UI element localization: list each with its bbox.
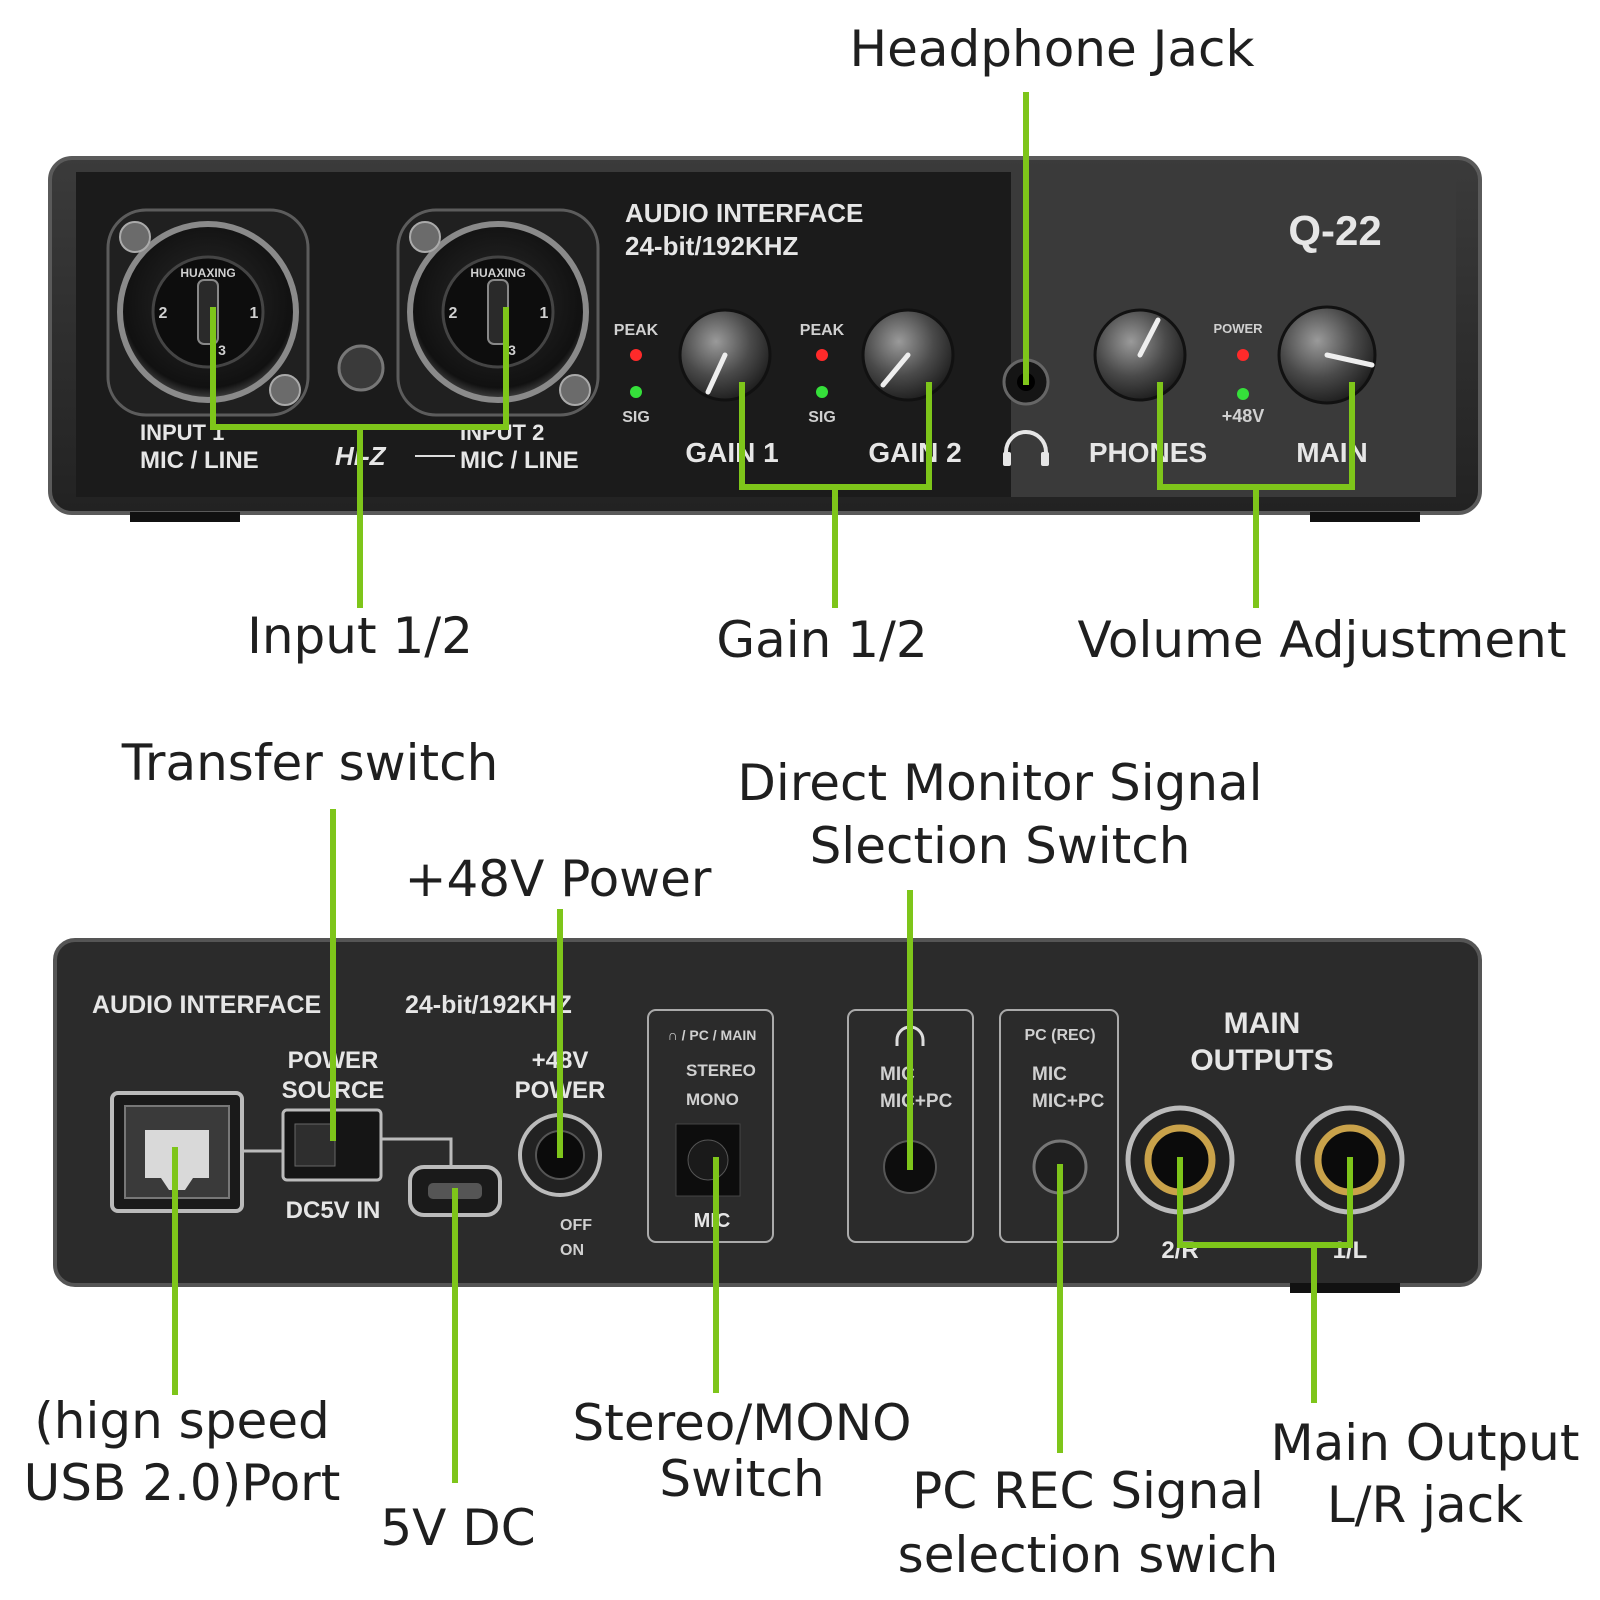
front-title-line2: 24-bit/192KHZ — [625, 231, 798, 261]
pc-rec-label: PC (REC) — [1024, 1027, 1095, 1044]
sig-label-2: SIG — [808, 409, 836, 426]
headphones-icon — [1003, 430, 1049, 466]
monitor-header: ∩ / PC / MAIN — [668, 1027, 757, 1043]
xlr-pin-1: 1 — [250, 305, 259, 322]
rear-title-left: AUDIO INTERFACE — [92, 991, 321, 1019]
xlr-pin-3: 3 — [508, 342, 516, 358]
on-label: ON — [560, 1242, 584, 1259]
callout-labels: Headphone Jack Input 1/2 Gain 1/2 Volume… — [24, 20, 1580, 1584]
xlr-brand-label: HUAXING — [470, 266, 525, 280]
xlr-pin-2: 2 — [159, 305, 168, 322]
callout-plus48v-power: +48V Power — [405, 850, 712, 908]
callout-usb-port-line1: (hign speed — [34, 1392, 329, 1450]
peak-led-1 — [630, 349, 642, 361]
callout-main-output-line1: Main Output — [1271, 1414, 1580, 1472]
dc5v-in-label: DC5V IN — [286, 1197, 381, 1224]
callout-usb-port-line2: USB 2.0)Port — [24, 1454, 341, 1512]
gain-2-knob[interactable] — [861, 308, 955, 402]
power-led — [1237, 349, 1249, 361]
gain-1-knob[interactable] — [678, 308, 772, 402]
front-title-line1: AUDIO INTERFACE — [625, 198, 863, 228]
rec-mic-pc-label: MIC+PC — [1032, 1091, 1105, 1112]
callout-direct-monitor-line2: Slection Switch — [810, 817, 1191, 875]
main-outputs-line2: OUTPUTS — [1190, 1044, 1333, 1077]
gain-2-label: GAIN 2 — [868, 437, 961, 468]
callout-gain-12: Gain 1/2 — [716, 611, 927, 669]
power-label: POWER — [1213, 321, 1263, 336]
xlr-combo-jack-1: HUAXING 2 1 3 — [106, 208, 310, 417]
stereo-mono-button[interactable] — [675, 1123, 741, 1197]
power-source-switch[interactable] — [281, 1108, 383, 1182]
peak-label-2: PEAK — [800, 322, 845, 339]
xlr-brand-label: HUAXING — [180, 266, 235, 280]
input2-label-line2: MIC / LINE — [460, 447, 579, 474]
xlr-pin-3: 3 — [218, 342, 226, 358]
callout-headphone-jack: Headphone Jack — [850, 20, 1255, 78]
stereo-label: STEREO — [686, 1061, 756, 1080]
model-name: Q-22 — [1288, 207, 1381, 254]
rear-panel: AUDIO INTERFACE 24-bit/192KHZ POWER SOUR… — [53, 938, 1482, 1293]
gain-1-label: GAIN 1 — [685, 437, 778, 468]
xlr-pin-1: 1 — [540, 305, 549, 322]
phones-label: PHONES — [1089, 437, 1207, 468]
mono-label: MONO — [686, 1090, 739, 1109]
xlr-combo-jack-2: HUAXING 2 1 3 — [396, 208, 600, 417]
off-label: OFF — [560, 1217, 592, 1234]
phones-knob[interactable] — [1093, 308, 1187, 402]
dm-mic-label: MIC — [880, 1064, 915, 1085]
plus48v-label: +48V — [1222, 406, 1265, 426]
sig-label-1: SIG — [622, 409, 650, 426]
peak-label-1: PEAK — [614, 322, 659, 339]
callout-direct-monitor-line1: Direct Monitor Signal — [737, 754, 1262, 812]
callout-pc-rec-line2: selection swich — [898, 1526, 1279, 1584]
callout-main-output-line2: L/R jack — [1327, 1476, 1523, 1534]
main-outputs-line1: MAIN — [1224, 1007, 1301, 1040]
phantom-led — [1237, 388, 1249, 400]
input1-label-line2: MIC / LINE — [140, 447, 259, 474]
leader-lines — [172, 92, 1355, 1483]
callout-stereo-mono-line1: Stereo/MONO — [572, 1394, 911, 1452]
stereo-mono-mic-label: MIC — [694, 1210, 731, 1232]
callout-5v-dc: 5V DC — [380, 1499, 535, 1557]
main-label: MAIN — [1296, 437, 1368, 468]
front-panel: HUAXING 2 1 3 HUAXING 2 1 3 INPUT 1 MIC … — [48, 156, 1482, 522]
sig-led-2 — [816, 386, 828, 398]
sig-led-1 — [630, 386, 642, 398]
dm-mic-pc-label: MIC+PC — [880, 1091, 953, 1112]
hi-z-button — [337, 344, 385, 392]
callout-stereo-mono-line2: Switch — [659, 1450, 824, 1508]
callout-pc-rec-line1: PC REC Signal — [912, 1462, 1264, 1520]
xlr-pin-2: 2 — [449, 305, 458, 322]
callout-transfer-switch: Transfer switch — [121, 734, 499, 792]
peak-led-2 — [816, 349, 828, 361]
callout-volume-adjustment: Volume Adjustment — [1078, 611, 1567, 669]
input2-label-line1: INPUT 2 — [460, 420, 544, 445]
rec-mic-label: MIC — [1032, 1064, 1067, 1085]
main-volume-knob[interactable] — [1277, 305, 1377, 405]
rear-title-right: 24-bit/192KHZ — [405, 991, 572, 1019]
callout-input-12: Input 1/2 — [247, 607, 473, 665]
